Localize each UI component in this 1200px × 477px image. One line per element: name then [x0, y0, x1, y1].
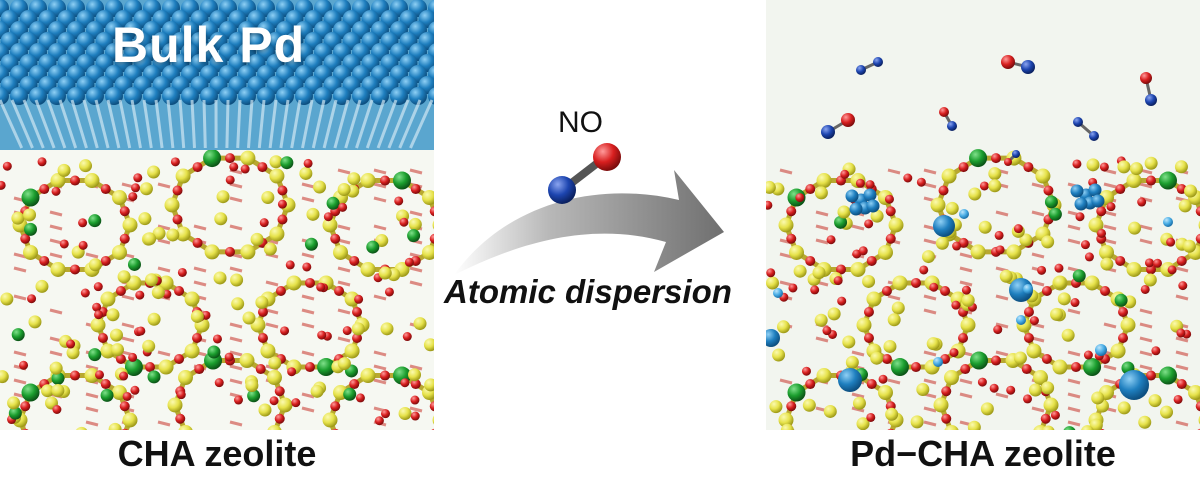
no-molecule-and-arrow [454, 143, 724, 275]
pd-cha-zeolite-illustration [766, 55, 1200, 430]
curved-arrow [454, 170, 724, 275]
pd-cha-zeolite-caption: Pd−CHA zeolite [850, 433, 1116, 474]
cha-zeolite-panel: Bulk Pd [0, 0, 434, 430]
atomic-dispersion-label: Atomic dispersion [444, 273, 732, 310]
oxygen-atom [593, 143, 621, 171]
transformation-arrow-area: NO [434, 0, 766, 430]
pd-cha-zeolite-panel [766, 0, 1200, 430]
cha-zeolite-caption: CHA zeolite [117, 433, 317, 474]
zeolite-framework [0, 149, 434, 430]
bulk-pd-slab [0, 0, 434, 150]
gas-molecules [821, 55, 1157, 166]
dispersed-pd-atoms [766, 183, 1173, 400]
bulk-pd-label: Bulk Pd [112, 17, 306, 73]
nitrogen-atom [548, 176, 576, 204]
no-molecule-label: NO [558, 106, 603, 139]
zeolite-framework [766, 149, 1200, 430]
cha-zeolite-illustration [0, 0, 434, 430]
